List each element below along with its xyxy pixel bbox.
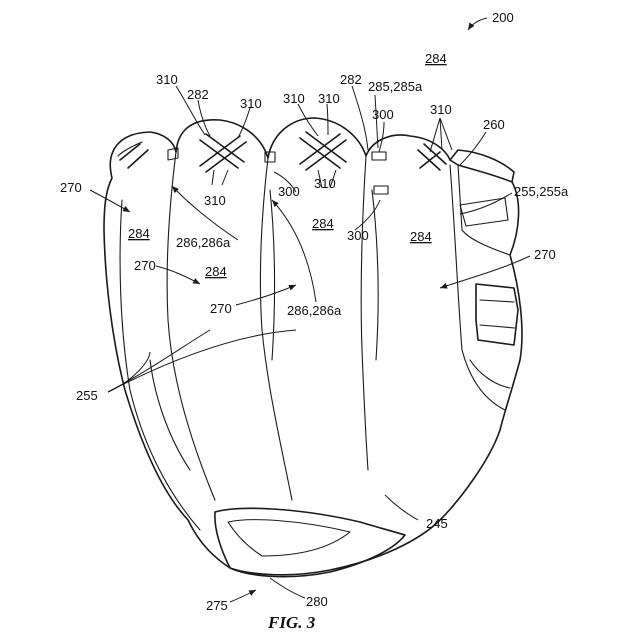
label-310-e: 310 — [430, 102, 452, 117]
label-270-a: 270 — [60, 180, 82, 195]
label-280: 280 — [306, 594, 328, 609]
label-275: 275 — [206, 598, 228, 613]
label-255: 255 — [76, 388, 98, 403]
label-284-c: 284 — [410, 229, 432, 244]
label-284-a: 284 — [128, 226, 150, 241]
label-300-c: 300 — [347, 228, 369, 243]
label-282-b: 282 — [340, 72, 362, 87]
label-270-b: 270 — [534, 247, 556, 262]
label-310-f: 310 — [204, 193, 226, 208]
label-286-a: 286,286a — [176, 235, 231, 250]
label-200: 200 — [492, 10, 514, 25]
label-310-c: 310 — [283, 91, 305, 106]
glove-body — [104, 118, 522, 577]
label-255-255a: 255,255a — [514, 184, 569, 199]
label-300-a: 300 — [372, 107, 394, 122]
label-310-a: 310 — [156, 72, 178, 87]
label-310-d: 310 — [318, 91, 340, 106]
label-270-d: 270 — [210, 301, 232, 316]
label-245: 245 — [426, 516, 448, 531]
figure-caption: FIG. 3 — [267, 613, 316, 632]
label-285: 285,285a — [368, 79, 423, 94]
label-310-b: 310 — [240, 96, 262, 111]
label-284-top: 284 — [425, 51, 447, 66]
label-284-d: 284 — [205, 264, 227, 279]
label-284-b: 284 — [312, 216, 334, 231]
reference-labels: 200 284 310 282 310 310 310 282 285,285a… — [60, 10, 569, 632]
label-310-g: 310 — [314, 176, 336, 191]
label-260: 260 — [483, 117, 505, 132]
label-282-a: 282 — [187, 87, 209, 102]
label-286-b: 286,286a — [287, 303, 342, 318]
label-270-c: 270 — [134, 258, 156, 273]
label-300-b: 300 — [278, 184, 300, 199]
